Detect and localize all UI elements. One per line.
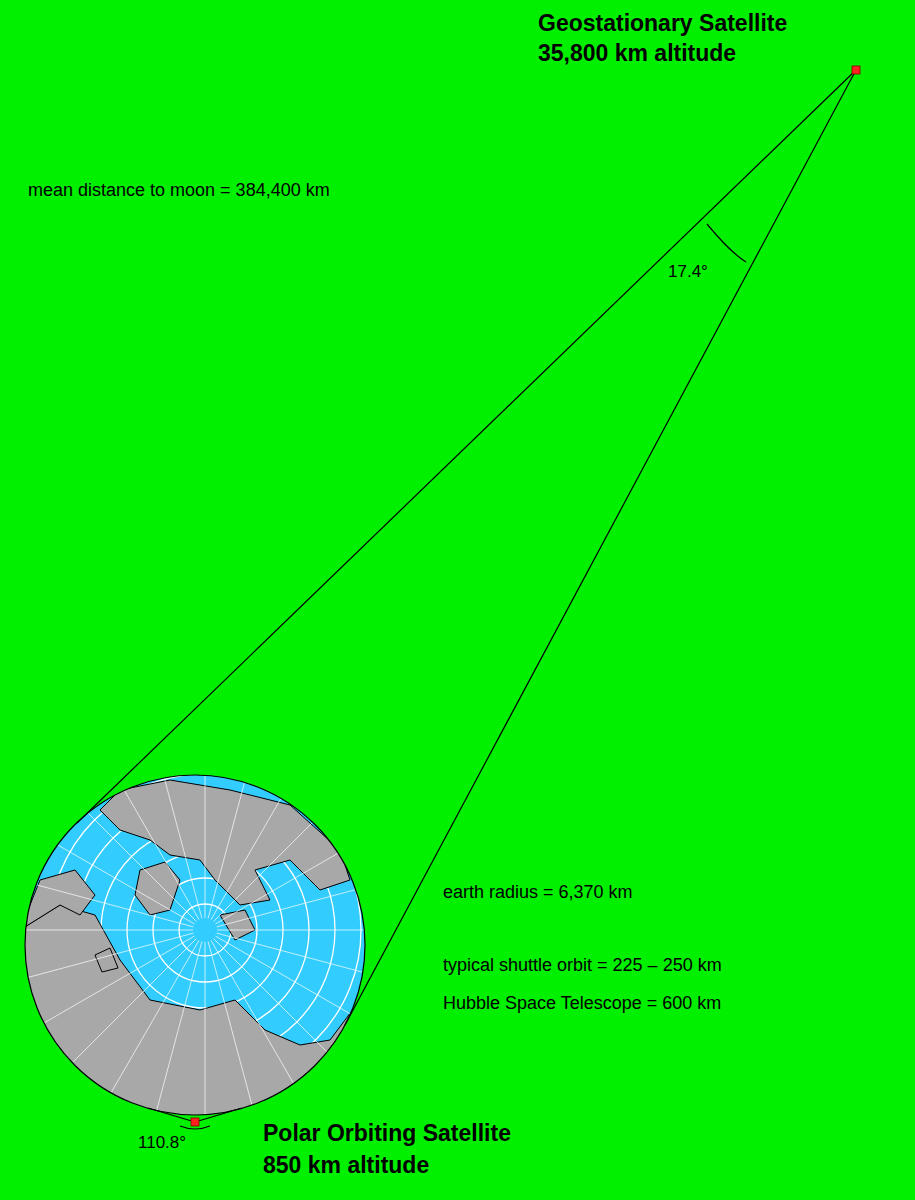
geostationary-satellite-dot xyxy=(852,66,860,74)
longitude-line xyxy=(0,647,197,921)
altitude-label: 850 km altitude xyxy=(263,1152,429,1178)
longitude-line xyxy=(205,530,206,918)
longitude-line xyxy=(217,933,592,1033)
radius-note: earth radius = 6,370 km xyxy=(443,882,633,903)
earth-globe xyxy=(0,530,605,1200)
longitude-line xyxy=(217,826,592,926)
polar-satellite-dot xyxy=(191,1118,199,1126)
orbit-note: typical shuttle orbit = 225 – 250 km xyxy=(443,955,722,976)
distance-note: mean distance to moon = 384,400 km xyxy=(28,180,330,201)
satellite-name: Geostationary Satellite xyxy=(538,10,787,36)
longitude-line xyxy=(101,942,201,1200)
longitude-line xyxy=(0,826,193,926)
orbit-note: Hubble Space Telescope = 600 km xyxy=(443,993,721,1014)
altitude-label: 35,800 km altitude xyxy=(538,40,736,66)
satellite-name: Polar Orbiting Satellite xyxy=(263,1120,511,1146)
longitude-line xyxy=(5,940,199,1200)
longitude-line xyxy=(5,584,199,920)
longitude-line xyxy=(205,942,206,1200)
greenland-land xyxy=(135,862,180,915)
longitude-line xyxy=(208,544,308,919)
angle-label: 110.8° xyxy=(138,1133,186,1153)
longitude-line xyxy=(211,584,405,920)
longitude-line xyxy=(213,938,487,1200)
longitude-line xyxy=(0,936,195,1130)
longitude-line xyxy=(101,544,201,919)
longitude-line xyxy=(213,647,487,921)
longitude-line xyxy=(0,930,193,931)
longitude-line xyxy=(0,938,197,1200)
view-cone-lines xyxy=(77,70,856,1129)
arctic-islands xyxy=(95,948,118,972)
angle-label: 17.4° xyxy=(668,262,708,282)
longitude-line xyxy=(217,930,605,931)
longitude-line xyxy=(0,730,195,924)
